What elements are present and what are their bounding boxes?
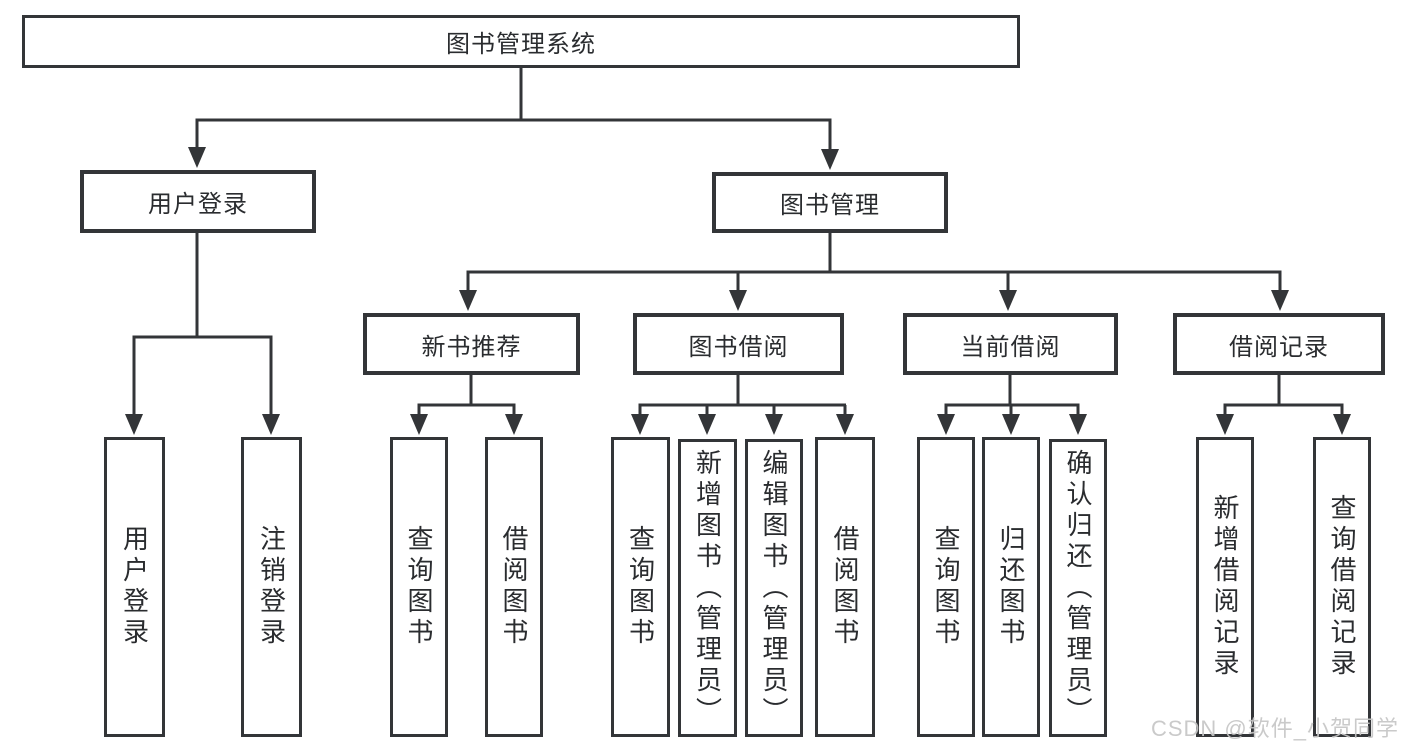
node-leaf-user-login: 用户登录 xyxy=(104,437,165,737)
node-leaf-borrow-books-recommend: 借阅图书 xyxy=(485,437,543,737)
node-new-book-recommendation: 新书推荐 xyxy=(363,313,580,375)
node-leaf-query-books-recommend: 查询图书 xyxy=(390,437,448,737)
node-leaf-return-books: 归还图书 xyxy=(982,437,1040,737)
node-leaf-add-borrow-record: 新增借阅记录 xyxy=(1196,437,1254,737)
node-leaf-query-books-current: 查询图书 xyxy=(917,437,975,737)
node-leaf-query-books-borrowing: 查询图书 xyxy=(611,437,670,737)
node-book-management-module: 图书管理 xyxy=(712,172,948,233)
node-library-management-system: 图书管理系统 xyxy=(22,15,1020,68)
node-leaf-borrow-books: 借阅图书 xyxy=(815,437,875,737)
node-book-borrowing: 图书借阅 xyxy=(633,313,844,375)
node-borrowing-records: 借阅记录 xyxy=(1173,313,1385,375)
node-leaf-logout: 注销登录 xyxy=(241,437,302,737)
node-leaf-add-books-admin: 新增图书（管理员） xyxy=(678,439,737,737)
node-leaf-confirm-return-admin: 确认归还（管理员） xyxy=(1049,439,1107,737)
node-user-login-module: 用户登录 xyxy=(80,170,316,233)
node-leaf-edit-books-admin: 编辑图书（管理员） xyxy=(745,439,803,737)
node-leaf-query-borrow-record: 查询借阅记录 xyxy=(1313,437,1371,737)
node-current-borrowing: 当前借阅 xyxy=(903,313,1118,375)
watermark: CSDN @软件_小贺同学 xyxy=(1150,716,1399,741)
